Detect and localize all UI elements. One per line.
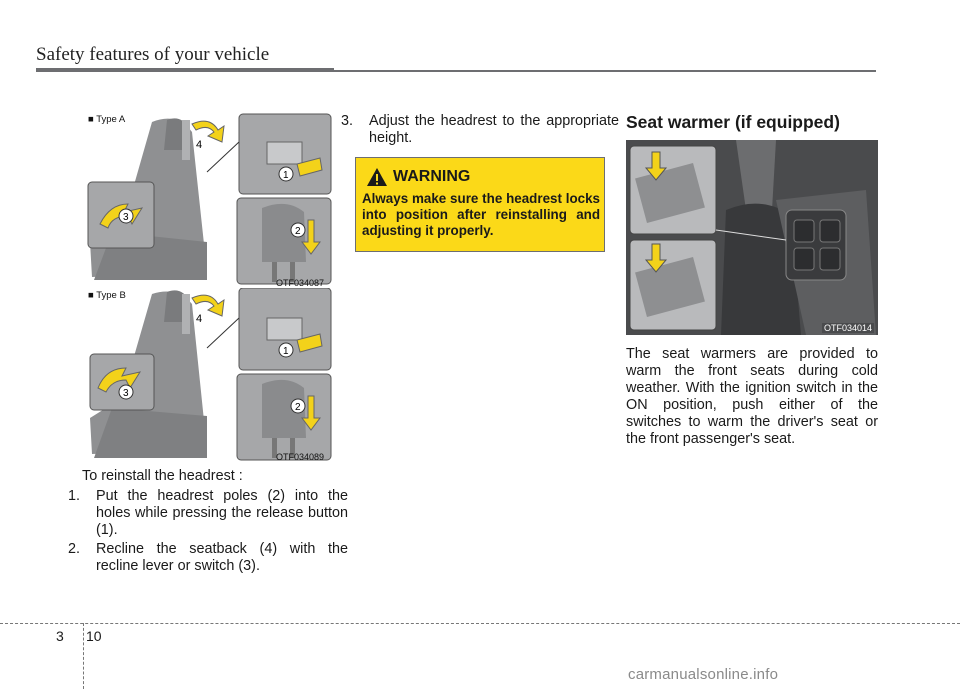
step-1: 1. Put the headrest poles (2) into the ho… <box>68 488 348 539</box>
figure-code-seat-warmer: OTF034014 <box>822 323 875 333</box>
callout-4-a: 4 <box>196 139 202 151</box>
callout-2-b: 2 <box>295 402 301 413</box>
warning-triangle-icon <box>367 168 387 186</box>
step-3-text: Adjust the headrest to the appropriate h… <box>369 113 619 146</box>
header-rule-thin <box>334 70 876 72</box>
figure-tag-type-a: ■ Type A <box>88 114 126 125</box>
warning-title: WARNING <box>393 168 471 185</box>
callout-3-b: 3 <box>123 388 129 399</box>
seat-warmer-heading: Seat warmer (if equipped) <box>626 112 840 132</box>
callout-1-a: 1 <box>283 170 289 181</box>
seat-warmer-figure <box>626 140 878 335</box>
page-number: 10 <box>86 628 102 644</box>
seat-warmer-paragraph: The seat warmers are provided to warm th… <box>626 346 878 447</box>
figure-type-b: 1 2 3 4 <box>82 287 334 464</box>
headrest-type-b-illustration: 1 2 3 4 <box>82 287 334 464</box>
chapter-number: 3 <box>56 628 64 644</box>
step-3: 3. Adjust the headrest to the appropriate… <box>341 113 619 147</box>
step-1-text: Put the headrest poles (2) into the hole… <box>96 488 348 538</box>
step-2-number: 2. <box>68 541 81 557</box>
warning-box <box>355 157 605 252</box>
footer-divider <box>83 623 84 689</box>
step-1-number: 1. <box>68 488 81 504</box>
callout-3-a: 3 <box>123 212 129 223</box>
watermark: carmanualsonline.info <box>628 666 779 683</box>
headrest-type-a-illustration: 1 2 3 4 <box>82 112 334 288</box>
step-2: 2. Recline the seatback (4) with the recl… <box>68 541 348 575</box>
seat-warmer-illustration <box>626 140 878 335</box>
figure-tag-type-b: ■ Type B <box>88 290 126 301</box>
figure-code-b: OTF034089 <box>276 452 325 462</box>
page-header-title: Safety features of your vehicle <box>36 44 270 65</box>
step-2-text: Recline the seatback (4) with the reclin… <box>96 541 348 574</box>
figure-type-a: 1 2 3 4 <box>82 112 334 288</box>
figure-code-a: OTF034087 <box>276 278 325 288</box>
callout-1-b: 1 <box>283 346 289 357</box>
step-3-number: 3. <box>341 113 354 129</box>
callout-2-a: 2 <box>295 226 301 237</box>
warning-text: Always make sure the headrest locks into… <box>362 191 600 238</box>
header-rule-thick <box>36 68 334 72</box>
reinstall-intro: To reinstall the headrest : <box>82 468 243 484</box>
callout-4-b: 4 <box>196 313 202 325</box>
footer-rule <box>0 623 960 624</box>
